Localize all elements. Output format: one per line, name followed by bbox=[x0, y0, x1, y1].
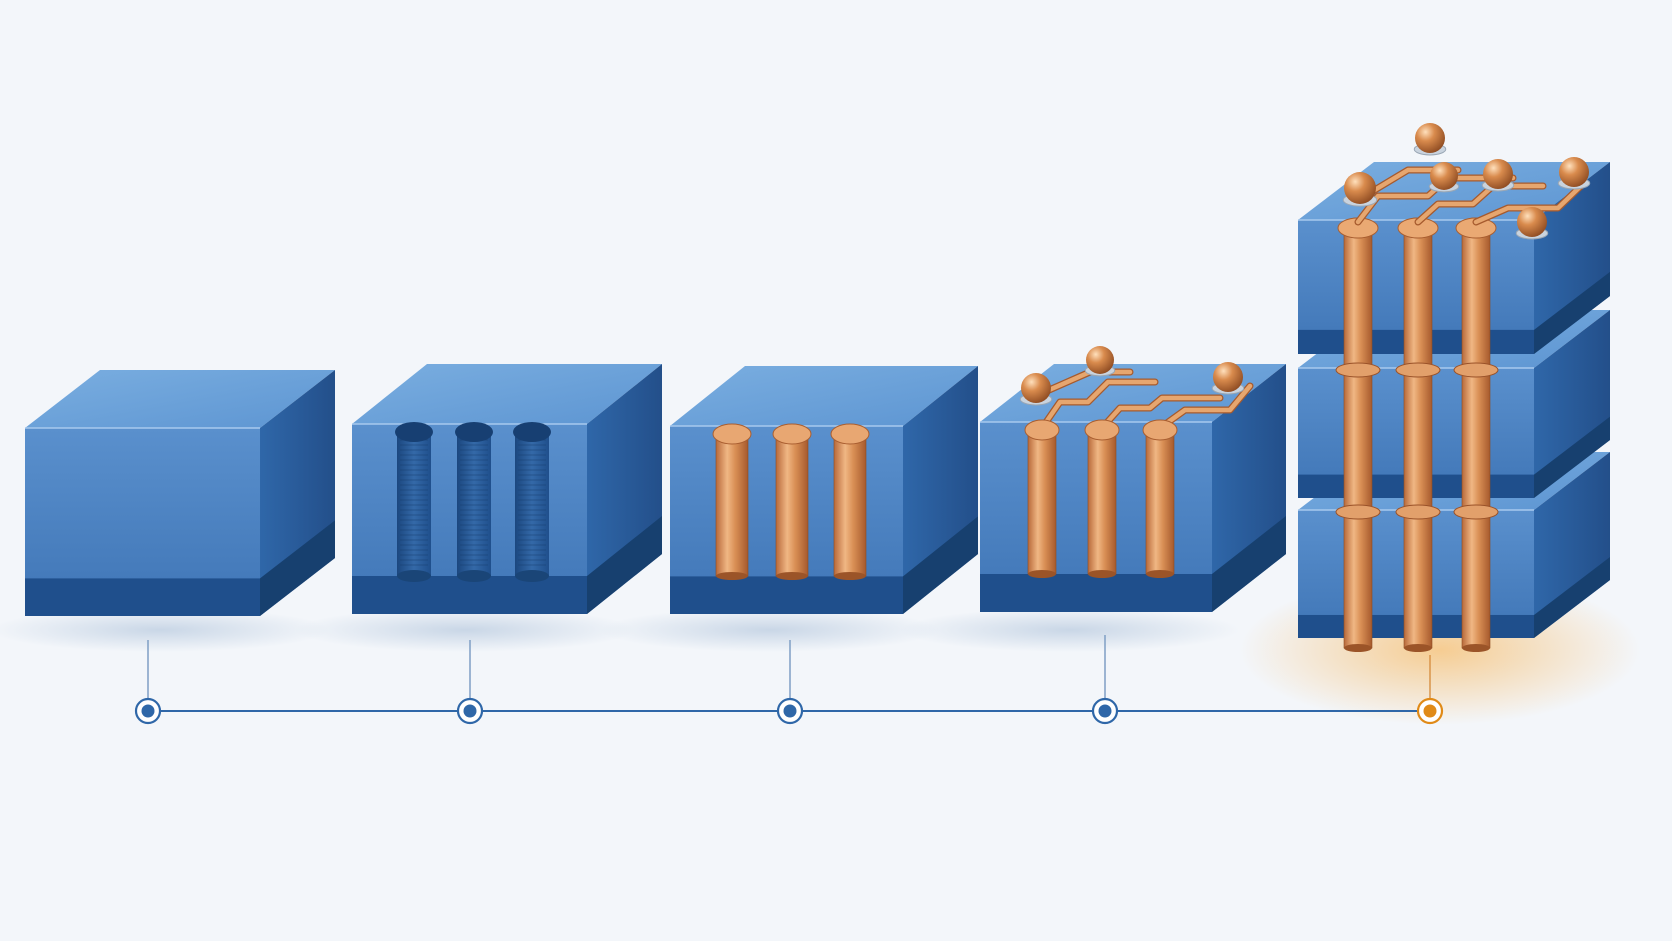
copper-via-pillar bbox=[1343, 227, 1373, 649]
substrate-base-side bbox=[1534, 556, 1610, 638]
via-hole-bottom bbox=[457, 570, 491, 582]
solder-bump-ball bbox=[1213, 362, 1243, 392]
stacked-dies-block-icon bbox=[1298, 123, 1610, 652]
copper-via-base bbox=[776, 572, 808, 580]
inter-die-pad bbox=[1395, 362, 1441, 378]
copper-via-base bbox=[1344, 644, 1372, 652]
copper-via-pillar bbox=[1403, 227, 1433, 649]
inter-die-pad bbox=[1453, 504, 1499, 520]
rdl-trace bbox=[1099, 395, 1223, 431]
via-hole-opening bbox=[455, 422, 493, 442]
solder-bump-ball bbox=[1021, 373, 1051, 403]
block-floor-shadow bbox=[600, 608, 940, 652]
step-marker-dot bbox=[141, 704, 155, 718]
solder-bump-ball bbox=[1559, 157, 1589, 187]
substrate-base-band bbox=[352, 576, 587, 614]
block-floor-shadow bbox=[900, 608, 1240, 652]
step-marker-dot bbox=[1098, 704, 1112, 718]
via-hole bbox=[397, 432, 431, 576]
inter-die-pad bbox=[1335, 362, 1381, 378]
via-hole bbox=[515, 432, 549, 576]
copper-via-pillar bbox=[833, 433, 867, 577]
via-hole-bottom bbox=[397, 570, 431, 582]
copper-via-base bbox=[1462, 644, 1490, 652]
copper-via-base bbox=[1404, 644, 1432, 652]
copper-via-base bbox=[1146, 570, 1174, 578]
substrate-base-side bbox=[1212, 516, 1286, 612]
blank-substrate-block-icon bbox=[25, 370, 335, 616]
via-hole-opening bbox=[513, 422, 551, 442]
via-hole-opening bbox=[395, 422, 433, 442]
solder-bump-ball bbox=[1415, 123, 1445, 153]
solder-bump-ball bbox=[1086, 346, 1114, 374]
copper-via-pillar bbox=[715, 433, 749, 577]
timeline bbox=[134, 635, 1444, 725]
substrate-base-side bbox=[260, 520, 335, 616]
block-floor-shadow bbox=[295, 608, 635, 652]
substrate-base-band bbox=[980, 574, 1212, 612]
copper-via-top bbox=[772, 423, 812, 445]
copper-via-top bbox=[712, 423, 752, 445]
via-hole-bottom bbox=[515, 570, 549, 582]
copper-via-top bbox=[1084, 419, 1120, 441]
copper-via-pillar bbox=[775, 433, 809, 577]
substrate-base-band bbox=[670, 576, 903, 614]
solder-bump-ball bbox=[1483, 159, 1513, 189]
copper-via-base bbox=[1088, 570, 1116, 578]
copper-via-base bbox=[1028, 570, 1056, 578]
substrate-base-side bbox=[1534, 271, 1610, 354]
substrate-top-face bbox=[25, 370, 335, 428]
step-marker-dot bbox=[783, 704, 797, 718]
copper-via-pillar bbox=[1027, 429, 1057, 575]
substrate-base-side bbox=[587, 516, 662, 614]
solder-bump-ball bbox=[1517, 207, 1547, 237]
via-hole bbox=[457, 432, 491, 576]
copper-via-base bbox=[716, 572, 748, 580]
rdl-trace bbox=[1157, 383, 1253, 431]
redistribution-layer-with-bumps-block-icon bbox=[980, 346, 1286, 612]
copper-via-pillar bbox=[1145, 429, 1175, 575]
copper-via-pillar bbox=[1087, 429, 1117, 575]
solder-bump-ball bbox=[1344, 172, 1376, 204]
block-floor-shadow bbox=[0, 608, 330, 652]
copper-via-top bbox=[830, 423, 870, 445]
step-marker-dot bbox=[1423, 704, 1437, 718]
copper-via-top bbox=[1024, 419, 1060, 441]
substrate-base-side bbox=[903, 516, 978, 614]
copper-via-top bbox=[1142, 419, 1178, 441]
substrate-base-side bbox=[1534, 416, 1610, 498]
copper-filled-vias-block-icon bbox=[670, 366, 978, 614]
inter-die-pad bbox=[1453, 362, 1499, 378]
etched-via-holes-block-icon bbox=[352, 364, 662, 614]
copper-via-pillar bbox=[1461, 227, 1491, 649]
inter-die-pad bbox=[1395, 504, 1441, 520]
substrate-base-band bbox=[25, 578, 260, 616]
substrate-top-face bbox=[352, 364, 662, 424]
substrate-top-face bbox=[670, 366, 978, 426]
inter-die-pad bbox=[1335, 504, 1381, 520]
copper-via-top bbox=[1455, 217, 1497, 239]
rdl-trace bbox=[1039, 379, 1158, 431]
copper-via-base bbox=[834, 572, 866, 580]
solder-bump-ball bbox=[1430, 162, 1458, 190]
step-marker-dot bbox=[463, 704, 477, 718]
